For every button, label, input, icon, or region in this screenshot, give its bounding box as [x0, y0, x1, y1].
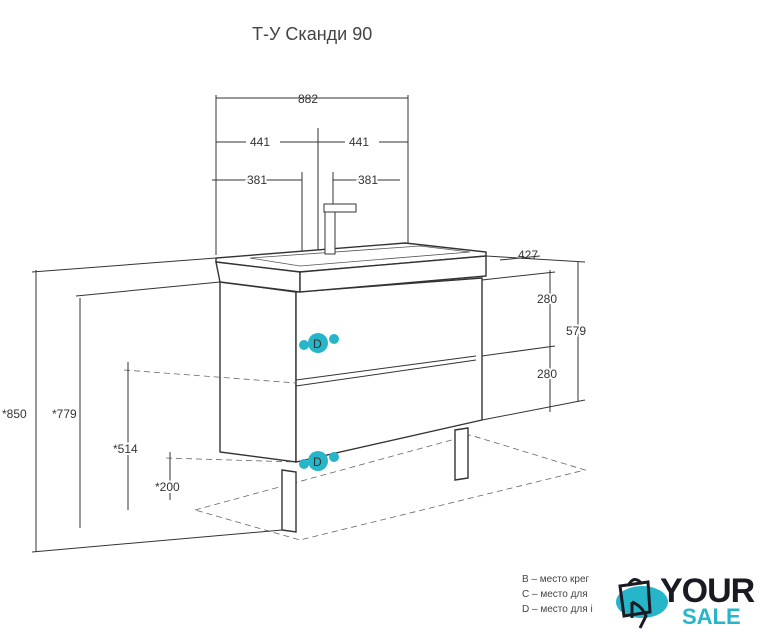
depth-height-dimensions: 427 280 280 579	[481, 248, 588, 421]
marker-d	[308, 451, 328, 471]
dim-441-left: 441	[250, 135, 270, 149]
dim-381-right: 381	[358, 173, 378, 187]
drawing-title: Т-У Сканди 90	[252, 24, 372, 44]
dim-381-left: 381	[247, 173, 267, 187]
dim-882: 882	[298, 92, 318, 106]
marker-c	[329, 452, 339, 462]
svg-text:D: D	[313, 455, 322, 469]
logo-text-sale: SALE	[682, 604, 741, 629]
floor-outline	[193, 434, 587, 541]
legend-item-d: D – место для і	[522, 604, 593, 615]
legend-item-b: B – место крег	[522, 574, 590, 585]
marker-d	[308, 333, 328, 353]
dim-280-top: 280	[537, 292, 557, 306]
dim-441-right: 441	[349, 135, 369, 149]
hole-markers: D D	[299, 333, 339, 471]
height-dimensions: *850 *779 *514 *200	[0, 257, 297, 553]
yoursale-logo: YOUR SALE	[612, 572, 772, 632]
dim-200: *200	[155, 480, 180, 494]
legend-item-c: C – место для	[522, 589, 588, 600]
marker-c	[299, 340, 309, 350]
cabinet	[215, 203, 487, 533]
dim-514: *514	[113, 442, 138, 456]
dim-427: 427	[518, 248, 538, 262]
dim-579: 579	[566, 324, 586, 338]
dim-850: *850	[2, 407, 27, 421]
dim-280-bottom: 280	[537, 367, 557, 381]
shopping-bag-hand-icon	[616, 578, 668, 629]
marker-c	[299, 459, 309, 469]
legend: B – место крег C – место для D – место д…	[522, 572, 614, 617]
width-dimensions: 882 441 441 381 381	[212, 92, 409, 320]
logo-text-your: YOUR	[660, 572, 755, 610]
marker-c	[329, 334, 339, 344]
dim-779: *779	[52, 407, 77, 421]
svg-text:D: D	[313, 337, 322, 351]
